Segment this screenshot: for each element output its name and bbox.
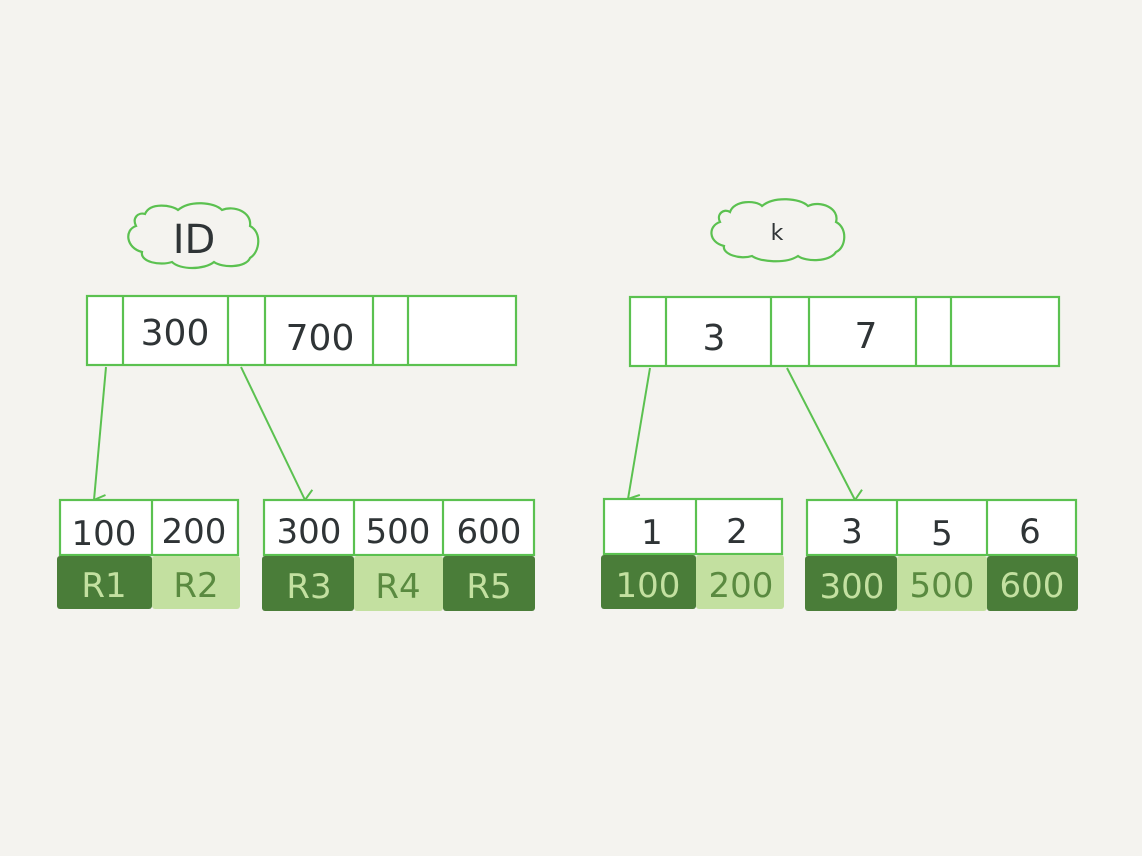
- k-leaf-node-2: 3 5 6 300 500 600: [805, 498, 1078, 611]
- leaf-value-cell-light: [152, 556, 240, 609]
- leaf-value-cell-dark: [601, 555, 696, 609]
- k-root-node: 3 7: [628, 295, 1061, 368]
- row-value: 500: [910, 566, 975, 606]
- leaf-key: 500: [366, 512, 431, 552]
- row-value: 200: [709, 566, 774, 606]
- leaf-key: 200: [162, 512, 227, 552]
- leaf-key: 2: [726, 512, 748, 552]
- row-value: 300: [820, 567, 885, 607]
- pointer-arrow: [94, 366, 107, 500]
- id-leaf-node-1: 100 200 R1 R2: [57, 498, 240, 609]
- root-node-frame: [628, 295, 1061, 368]
- leaf-value-cell-light: [354, 556, 443, 611]
- k-leaf-node-1: 1 2 100 200: [601, 497, 784, 609]
- root-key: 7: [855, 316, 878, 357]
- root-key: 300: [141, 313, 210, 354]
- leaf-value-cell-dark: [262, 556, 354, 611]
- leaf-value-cell-dark: [57, 556, 152, 609]
- row-value: R1: [81, 566, 126, 606]
- cloud-shape: [127, 202, 260, 270]
- id-index-tree: ID 300 700 100 200 R1 R2: [57, 202, 536, 611]
- leaf-value-cell-dark: [805, 556, 897, 611]
- id-leaf-node-2: 300 500 600 R3 R4 R5: [262, 498, 536, 611]
- id-cloud-label: ID: [127, 202, 260, 270]
- root-node-frame: [85, 294, 518, 367]
- leaf-key: 300: [277, 512, 342, 552]
- pointer-arrow: [786, 367, 855, 500]
- id-root-node: 300 700: [85, 294, 518, 367]
- k-index-label: k: [771, 221, 784, 246]
- cloud-shape: [710, 198, 846, 263]
- row-value: R2: [173, 566, 218, 606]
- row-value: 600: [1000, 566, 1065, 606]
- leaf-value-cell-light: [897, 556, 987, 611]
- leaf-key: 5: [931, 514, 953, 554]
- leaf-value-cell-dark: [987, 556, 1078, 611]
- pointer-arrow: [240, 366, 305, 500]
- row-value: R5: [466, 567, 511, 607]
- k-cloud-label: k: [710, 198, 846, 263]
- leaf-key: 3: [841, 512, 863, 552]
- leaf-value-cell-light: [696, 555, 784, 609]
- id-index-label: ID: [173, 217, 216, 263]
- leaf-value-cell-dark: [443, 556, 535, 611]
- row-value: R4: [375, 567, 420, 607]
- row-value: 100: [616, 566, 681, 606]
- pointer-arrow: [628, 367, 651, 499]
- leaf-key: 1: [641, 513, 663, 553]
- root-key: 700: [286, 318, 355, 359]
- row-value: R3: [286, 567, 331, 607]
- root-key: 3: [703, 318, 726, 359]
- leaf-key: 6: [1019, 512, 1041, 552]
- k-index-tree: k 3 7 1 2 100 200: [601, 198, 1078, 611]
- leaf-key: 100: [72, 514, 137, 554]
- leaf-key: 600: [457, 512, 522, 552]
